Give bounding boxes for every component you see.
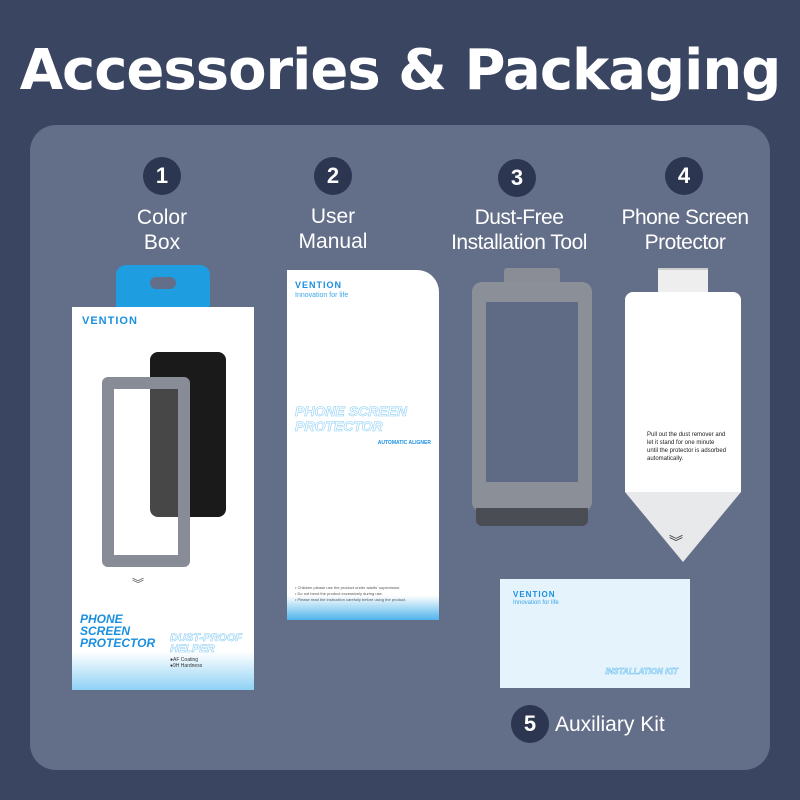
text: • Do not bend the product excessively du… [295, 591, 383, 596]
label-line: Installation Tool [451, 231, 587, 254]
text: DUST-PROOF [170, 632, 243, 644]
number-badge-2: 2 [314, 157, 352, 195]
label-line: Color [136, 206, 188, 229]
hang-tab [116, 265, 210, 313]
manual-brand-logo: VENTION [295, 280, 343, 290]
aligner-frame-image [102, 377, 190, 567]
box-brand-logo: VENTION [82, 315, 138, 327]
kit-brand-logo: VENTION [513, 590, 556, 599]
label-line: Protector [644, 231, 726, 254]
auxiliary-kit-image: VENTION Innovation for life INSTALLATION… [500, 579, 690, 688]
box-features: ●AF Coating●9H Hardness [170, 657, 202, 669]
text: PHONE [80, 612, 123, 626]
text: ●AF Coating [170, 657, 199, 663]
installation-tool-image [472, 268, 592, 526]
manual-tagline: Innovation for life [295, 292, 349, 299]
page-title: Accessories & Packaging [19, 38, 782, 103]
text: PROTECTOR [80, 636, 156, 650]
label-line: Box [143, 231, 181, 254]
text: PHONE SCREEN [295, 403, 408, 419]
label-line: User [310, 205, 356, 228]
text: • Children please use the product under … [295, 585, 401, 590]
label-line: Manual [298, 230, 368, 253]
manual-notes: • Children please use the product under … [295, 585, 406, 603]
number-badge-3: 3 [498, 159, 536, 197]
protector-instruction: Pull out the dust remover and let it sta… [647, 432, 727, 462]
text: SCREEN [80, 624, 131, 638]
chevron-down-icon: ︾ [669, 534, 683, 550]
label-line: Phone Screen [621, 206, 749, 229]
text: • Please read the instruction carefully … [295, 597, 407, 602]
label-line: Dust-Free [474, 206, 564, 229]
label-auxiliary-kit: Auxiliary Kit [555, 713, 665, 736]
text: ●9H Hardness [170, 663, 203, 669]
kit-label: INSTALLATION KIT [605, 667, 678, 677]
user-manual-image: VENTION Innovation for life PHONE SCREEN… [287, 270, 439, 620]
text: PROTECTOR [295, 418, 383, 434]
number-badge-1: 1 [143, 157, 181, 195]
manual-subheading: AUTOMATIC ALIGNER [377, 440, 431, 446]
text: HELPER [170, 643, 215, 655]
screen-protector-image: ︾ Pull out the dust remover and let it s… [625, 268, 741, 568]
number-badge-5: 5 [511, 705, 549, 743]
number-badge-4: 4 [665, 157, 703, 195]
chevron-down-icon: ︾ [132, 577, 145, 591]
kit-tagline: Innovation for life [513, 600, 559, 606]
